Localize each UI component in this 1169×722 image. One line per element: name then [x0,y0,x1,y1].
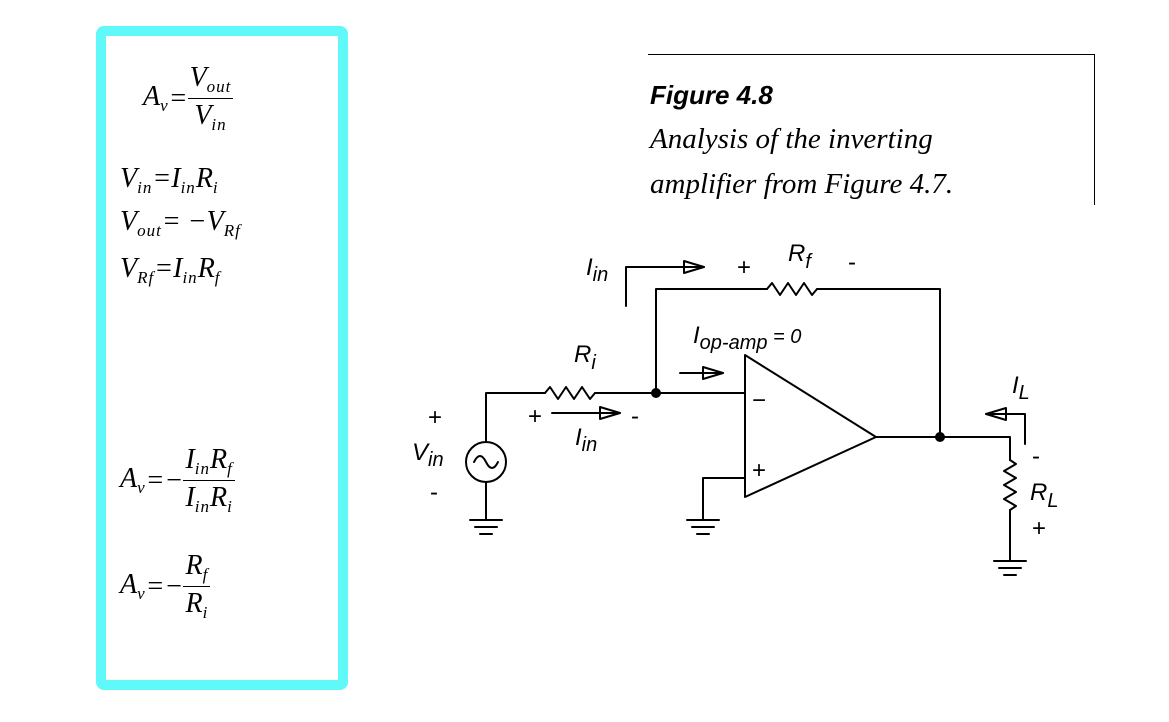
rl-minus-label: - [1032,443,1040,470]
equation-gain-definition: Av= Vout Vin [143,62,234,134]
figure-caption-line2: amplifier from Figure 4.7. [650,168,954,200]
vin-label: Vin [412,439,444,471]
equation-vin: Vin=IinRi [120,163,219,197]
ri-resistor [544,386,596,400]
opamp-plus-label: + [752,457,766,484]
wire-source-to-ri [485,392,546,443]
ground-icon-load [993,560,1027,576]
rl-resistor [1003,459,1017,511]
rf-plus-label: + [737,254,751,281]
rl-plus-label: + [1032,515,1046,542]
iin-bottom-arrowhead-icon [599,406,621,420]
iin-top-arrowhead-icon [683,260,705,274]
il-label: IL [1012,372,1030,404]
equation-gain-final: Av=− Rf Ri [120,550,211,622]
equation-vout: Vout= −VRf [120,206,241,240]
rl-label: RL [1030,479,1058,512]
wire-noninverting-to-ground [702,477,746,521]
il-arrow-icon [985,413,1026,445]
ri-minus-label: - [631,403,639,430]
equation-gain-substituted: Av=− IinRf IinRi [120,444,235,516]
figure-caption-frame [648,54,1095,205]
sine-wave-icon [473,455,499,469]
iin-top-label: Iin [586,254,608,286]
rf-label: Rf [788,240,813,273]
wire-feedback-right [816,288,941,438]
ground-icon-noninverting [686,519,720,535]
iin-bottom-label: Iin [575,424,597,456]
equation-panel [96,26,348,690]
vin-plus-label: + [428,404,442,431]
ri-plus-label: + [528,403,542,430]
opamp-minus-label: − [752,387,766,414]
vin-minus-label: - [430,479,438,506]
equation-vrf: VRf=IinRf [120,253,221,287]
junction-node-output [935,432,945,442]
opamp-triangle [744,354,877,498]
rf-minus-label: - [848,249,856,276]
figure-caption-line1: Analysis of the inverting [650,123,933,155]
ri-label: Ri [574,341,596,374]
il-arrowhead-icon [985,407,1007,421]
junction-node-input [651,388,661,398]
ground-icon-source [469,519,503,535]
rf-resistor [766,282,818,296]
vin-source-icon [465,441,507,483]
wire-output [875,436,1011,461]
figure-title: Figure 4.8 [650,80,773,110]
iin-top-arrow-icon [625,266,705,307]
iopamp-arrowhead-icon [702,366,724,380]
iopamp-label: Iop-amp = 0 [693,322,801,354]
wire-feedback-left [655,288,768,394]
